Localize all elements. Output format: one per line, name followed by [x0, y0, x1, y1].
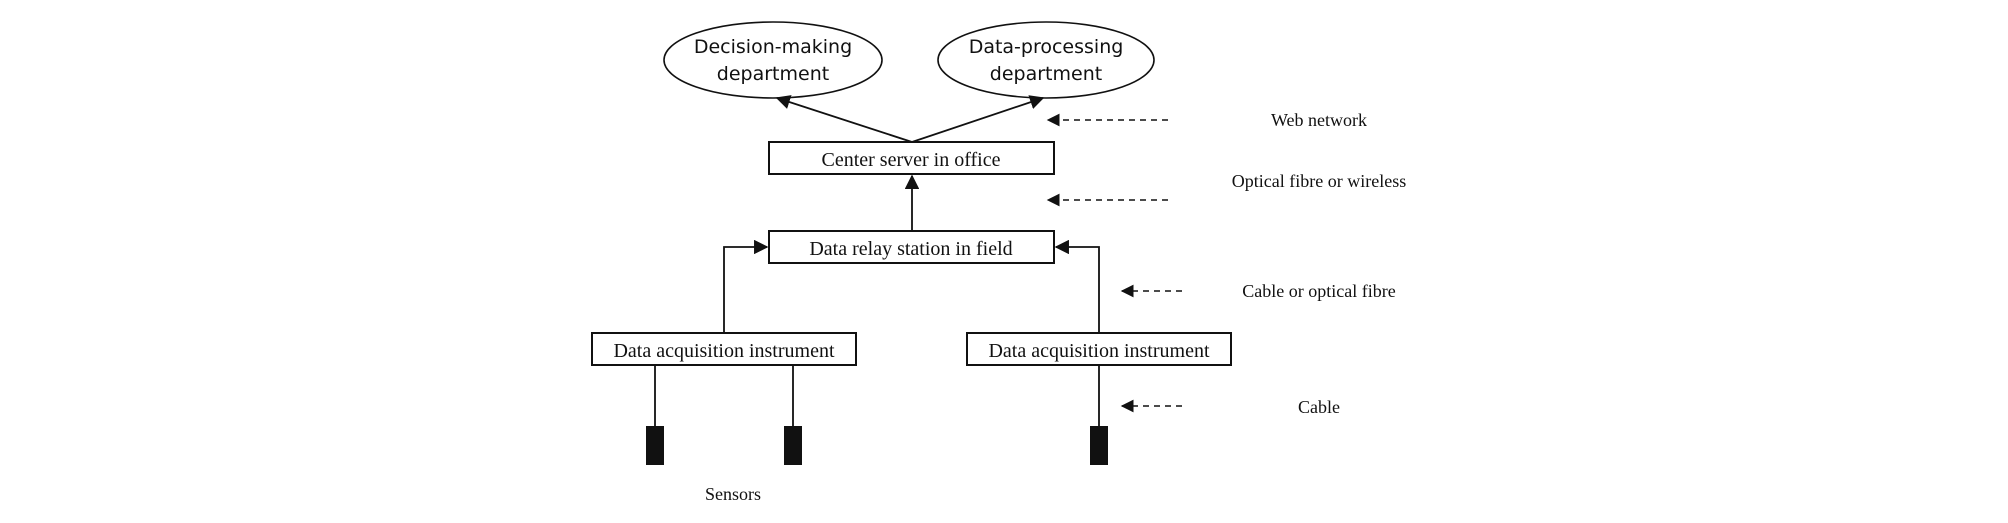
sensor-3: [1090, 426, 1108, 465]
processing-department-line1: Data-processing: [969, 36, 1124, 58]
decision-department-line1: Decision-making: [694, 36, 852, 58]
optical-wireless-label: Optical fibre or wireless: [1232, 171, 1406, 191]
sensor-2: [784, 426, 802, 465]
processing-department-line2: department: [990, 63, 1102, 85]
cable-optical-label: Cable or optical fibre: [1242, 281, 1395, 301]
right-acquisition-to-relay-arrow: [1054, 239, 1100, 333]
center-server-label: Center server in office: [822, 149, 1001, 171]
relay-station-label: Data relay station in field: [809, 238, 1012, 260]
relay-station-node: Data relay station in field: [768, 230, 1055, 264]
sensors-label: Sensors: [705, 484, 761, 504]
decision-department-line2: department: [717, 63, 829, 85]
data-processing-department-node: Data-processing department: [937, 21, 1155, 99]
left-acquisition-to-relay-arrow: [723, 239, 769, 333]
server-to-processing-arrow: [911, 95, 1045, 143]
sensor-1: [646, 426, 664, 465]
server-to-decision-arrow: [775, 95, 913, 143]
cable-label: Cable: [1298, 397, 1340, 417]
acquisition-right-label: Data acquisition instrument: [988, 340, 1210, 362]
acquisition-left-label: Data acquisition instrument: [613, 340, 835, 362]
acquisition-instrument-left-node: Data acquisition instrument: [591, 332, 857, 366]
decision-making-department-node: Decision-making department: [663, 21, 883, 99]
web-network-label: Web network: [1271, 110, 1367, 130]
acquisition-instrument-right-node: Data acquisition instrument: [966, 332, 1232, 366]
center-server-node: Center server in office: [768, 141, 1055, 175]
